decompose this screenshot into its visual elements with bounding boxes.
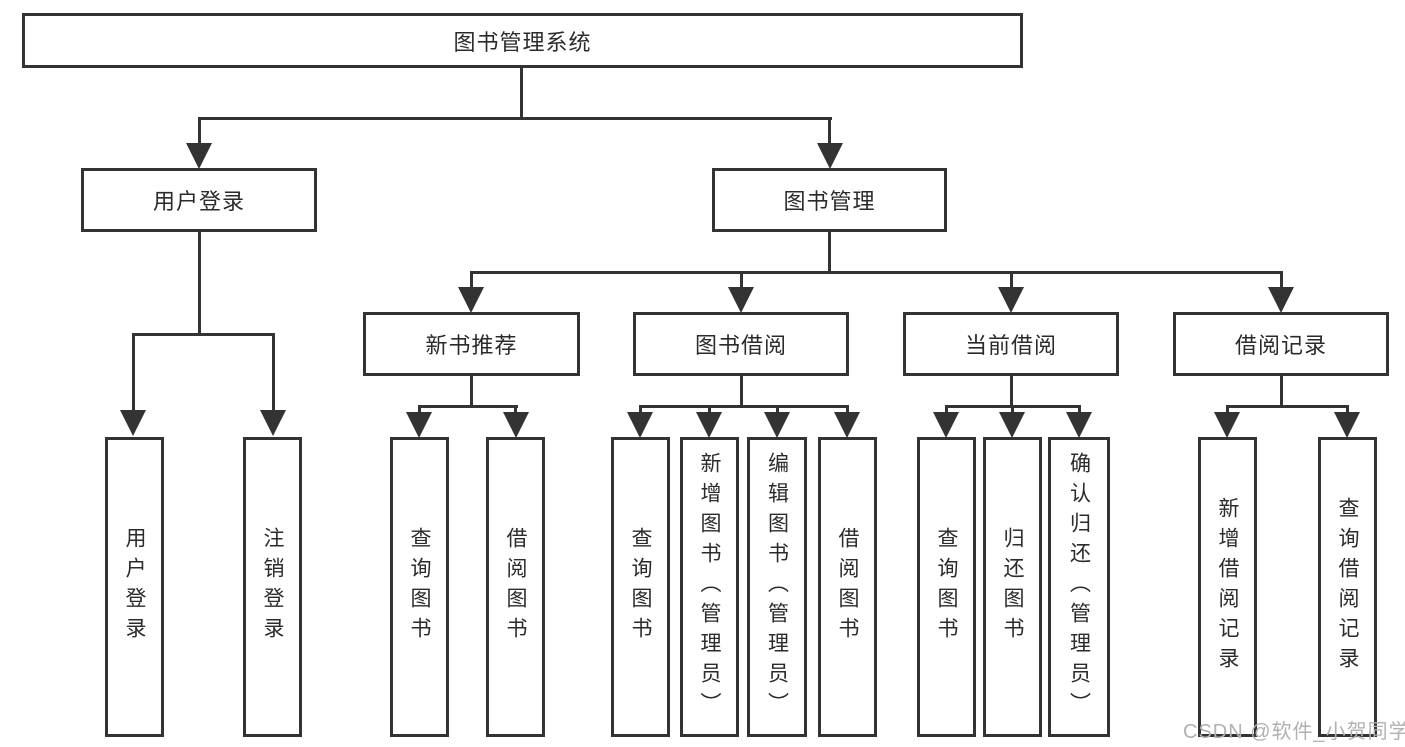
connector-leaf-stem [1011,405,1014,414]
node-library-management-system: 图书管理系统 [22,13,1023,68]
connector-to-user-login [198,117,201,147]
arrow-down-icon [1268,287,1294,313]
arrow-down-icon [503,412,529,438]
connector-to-book-management [828,117,831,147]
arrow-down-icon [933,412,959,438]
arrow-down-icon [999,412,1025,438]
arrow-down-icon [406,412,432,438]
connector-book-borrow-split [639,405,848,408]
leaf-query-books-borrow: 查询图书 [611,437,670,737]
connector-leaf-stem [776,405,779,414]
connector-to-new-book [470,271,473,291]
connector-new-book-stem [470,376,473,407]
connector-borrow-records-split [1226,405,1349,408]
leaf-confirm-return-admin: 确认归还（管理员） [1048,437,1110,737]
connector-leaf-stem [846,405,849,414]
node-book-management: 图书管理 [712,168,947,232]
leaf-return-books: 归还图书 [983,437,1042,737]
leaf-borrow-books: 借阅图书 [818,437,877,737]
connector-leaf-stem [514,405,517,414]
connector-to-borrow-records [1280,271,1283,291]
leaf-user-login: 用户登录 [105,437,164,737]
arrow-down-icon [998,287,1024,313]
connector-to-book-borrow [740,271,743,291]
connector-leaf-stem [639,405,642,414]
connector-book-management-split [470,271,1283,274]
connector-leaf-stem [708,405,711,414]
arrow-down-icon [120,410,146,436]
connector-leaf-stem [418,405,421,414]
arrow-down-icon [834,412,860,438]
connector-leaf-stem [1078,405,1081,414]
leaf-logout: 注销登录 [243,437,302,737]
leaf-add-books-admin: 新增图书（管理员） [680,437,739,737]
leaf-query-books-recommend: 查询图书 [390,437,449,737]
connector-leaf-stem [1226,405,1229,414]
arrow-down-icon [764,412,790,438]
connector-new-book-split [418,405,518,408]
connector-user-login-stem [198,232,201,335]
connector-root-stem [520,68,523,118]
connector-root-split [198,117,832,120]
connector-book-management-stem [828,232,831,273]
arrow-down-icon [1214,412,1240,438]
arrow-down-icon [817,143,843,169]
arrow-down-icon [458,287,484,313]
connector-leaf-stem [1346,405,1349,414]
leaf-query-borrow-record: 查询借阅记录 [1318,437,1377,737]
connector-to-leaf-user-login [132,333,135,412]
leaf-query-books-current: 查询图书 [917,437,976,737]
arrow-down-icon [728,287,754,313]
connector-book-borrow-stem [740,376,743,407]
node-new-book-recommendation: 新书推荐 [363,312,580,376]
arrow-down-icon [696,412,722,438]
node-book-borrowing: 图书借阅 [633,312,849,376]
csdn-watermark: CSDN @软件_小贺同学 [1183,721,1405,743]
leaf-add-borrow-record: 新增借阅记录 [1198,437,1257,737]
connector-to-current-borrow [1010,271,1013,291]
node-borrowing-records: 借阅记录 [1173,312,1389,376]
connector-borrow-records-stem [1280,376,1283,407]
arrow-down-icon [627,412,653,438]
arrow-down-icon [1334,412,1360,438]
leaf-borrow-books-recommend: 借阅图书 [486,437,545,737]
node-current-borrowing: 当前借阅 [903,312,1119,376]
connector-user-login-split [132,333,275,336]
node-user-login: 用户登录 [81,168,317,232]
leaf-edit-books-admin: 编辑图书（管理员） [747,437,807,737]
connector-to-leaf-logout [272,333,275,412]
arrow-down-icon [1066,412,1092,438]
arrow-down-icon [186,143,212,169]
connector-current-borrow-stem [1010,376,1013,407]
connector-leaf-stem [945,405,948,414]
arrow-down-icon [260,410,286,436]
